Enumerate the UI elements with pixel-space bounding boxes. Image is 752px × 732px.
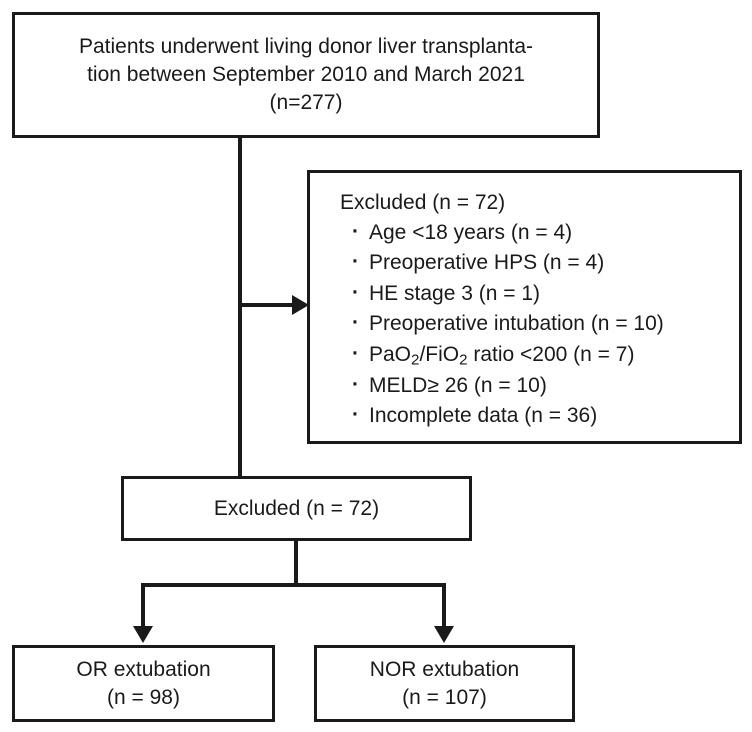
pao2-suffix: ratio <200 (n = 7) bbox=[467, 342, 635, 366]
enrolled-line-1: Patients underwent living donor liver tr… bbox=[78, 35, 534, 59]
list-item: Preoperative HPS (n = 4) bbox=[352, 247, 739, 278]
enrolled-text: Patients underwent living donor liver tr… bbox=[15, 33, 597, 116]
arrowhead-down-icon bbox=[133, 626, 153, 643]
exclusion-list: Age <18 years (n = 4) Preoperative HPS (… bbox=[340, 217, 739, 432]
node-enrolled-patients: Patients underwent living donor liver tr… bbox=[12, 12, 600, 138]
list-item-pao2-fio2: PaO2/FiO2 ratio <200 (n = 7) bbox=[352, 339, 739, 371]
connector-main-stem bbox=[238, 138, 242, 476]
pao2-subscript: 2 bbox=[411, 350, 420, 368]
excluded-total-label: Excluded (n = 72) bbox=[213, 496, 380, 520]
node-exclusion-criteria: Excluded (n = 72) Age <18 years (n = 4) … bbox=[307, 170, 742, 444]
list-item: MELD≥ 26 (n = 10) bbox=[352, 370, 739, 401]
or-extubation-label: OR extubation bbox=[76, 657, 211, 681]
connector-right-drop bbox=[442, 583, 446, 627]
list-item: Preoperative intubation (n = 10) bbox=[352, 308, 739, 339]
node-or-extubation: OR extubation (n = 98) bbox=[12, 645, 275, 722]
connector-split-stem bbox=[294, 541, 298, 587]
enrolled-line-2: tion between September 2010 and March 20… bbox=[87, 63, 525, 87]
connector-left-drop bbox=[141, 583, 145, 627]
nor-extubation-label: NOR extubation bbox=[369, 657, 520, 681]
nor-extubation-count: (n = 107) bbox=[402, 685, 487, 709]
or-extubation-count: (n = 98) bbox=[107, 685, 180, 709]
exclusion-header: Excluded (n = 72) bbox=[340, 191, 506, 214]
or-extubation-text: OR extubation (n = 98) bbox=[15, 656, 272, 711]
pao2-prefix: PaO bbox=[369, 342, 412, 366]
connector-exclusion-arm bbox=[240, 303, 295, 307]
list-item: Age <18 years (n = 4) bbox=[352, 217, 739, 248]
enrolled-count: (n=277) bbox=[269, 90, 343, 114]
arrowhead-right-icon bbox=[292, 295, 309, 315]
node-nor-extubation: NOR extubation (n = 107) bbox=[314, 645, 575, 722]
fio2-prefix: /FiO bbox=[419, 342, 460, 366]
list-item: Incomplete data (n = 36) bbox=[352, 400, 739, 431]
node-excluded-total: Excluded (n = 72) bbox=[121, 476, 472, 541]
nor-extubation-text: NOR extubation (n = 107) bbox=[317, 656, 572, 711]
arrowhead-down-icon bbox=[434, 626, 454, 643]
list-item: HE stage 3 (n = 1) bbox=[352, 278, 739, 309]
fio2-subscript: 2 bbox=[459, 350, 468, 368]
connector-split-bar bbox=[141, 583, 446, 587]
